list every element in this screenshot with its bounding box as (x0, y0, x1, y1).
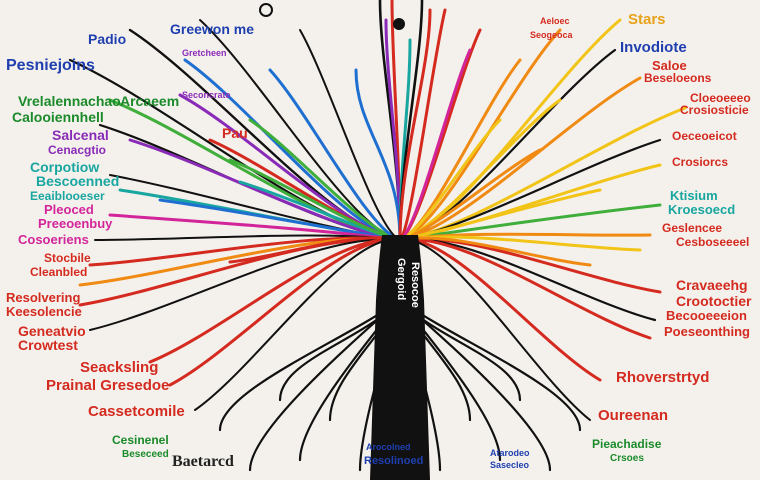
label-crosiorcs: Crosiorcs (672, 155, 728, 169)
label-preeoenbuy: Preeoenbuy (38, 216, 113, 231)
center-branch-6 (398, 8, 432, 242)
left-branch-19 (168, 237, 402, 387)
label-keesolencie: Keesolencie (6, 304, 82, 319)
label-cosoeriens: Cosoeriens (18, 232, 89, 247)
label-pleoced: Pleoced (44, 202, 94, 217)
root-10 (278, 298, 402, 402)
right-branch-3 (398, 76, 642, 242)
label-arcaeem: Arcaeem (120, 93, 179, 109)
label-small-tr-2: Seogeoca (530, 30, 574, 40)
label-bescoenned: Bescoenned (36, 173, 119, 189)
right-branch-13 (398, 237, 602, 382)
root-5 (398, 298, 472, 422)
label-calooiennhell: Calooiennhell (12, 109, 104, 125)
label-poeseonthing: Poeseonthing (664, 324, 750, 339)
label-kroesoecd: Kroesoecd (668, 202, 735, 217)
top-left-node (259, 3, 273, 17)
label-crowtest: Crowtest (18, 337, 78, 353)
root-6 (398, 298, 502, 462)
right-branch-21 (398, 148, 542, 242)
left-branch-3 (183, 58, 402, 242)
label-trunk-1: Gergoid (395, 258, 407, 300)
left-branch-25 (268, 68, 402, 242)
right-branch-18 (398, 8, 447, 242)
label-cassetcomile: Cassetcomile (88, 403, 185, 420)
root-4 (398, 298, 442, 472)
label-cenacgtio: Cenacgtio (48, 143, 106, 157)
label-cesinenel: Cesinenel (112, 433, 169, 447)
label-cleanbled: Cleanbled (30, 265, 87, 279)
left-branch-20 (194, 238, 401, 411)
left-branch-18 (148, 237, 402, 364)
label-pesniejoins: Pesniejoins (6, 57, 95, 74)
right-branch-12 (398, 237, 652, 340)
label-small-tl-1: Gretcheen (182, 48, 227, 58)
label-oeceoeicot: Oeceoeicot (672, 129, 737, 143)
label-becooeeeion: Becooeeeion (666, 308, 747, 323)
label-mid-r-2: Cesboseeeel (676, 235, 749, 249)
label-pieachadise: Pieachadise (592, 437, 662, 451)
label-small-tr-1: Aeloec (540, 16, 570, 26)
label-cravaeehg: Cravaeehg (676, 277, 748, 293)
top-center-node (393, 18, 405, 30)
root-group (218, 298, 582, 472)
label-small-tl-2: Seconcrate (182, 90, 231, 100)
center-branch-4 (354, 68, 402, 242)
root-8 (398, 298, 582, 432)
left-branch-7 (128, 138, 402, 242)
branch-group (68, 0, 687, 421)
label-beseceed: Beseceed (122, 449, 169, 460)
label-stars: Stars (628, 11, 666, 28)
root-2 (328, 298, 402, 422)
right-branch-20 (398, 236, 592, 267)
label-ktisium: Ktisium (670, 188, 718, 203)
label-geneatvio: Geneatvio (18, 323, 86, 339)
label-beseloeons: Beseloeons (644, 71, 712, 85)
right-branch-10 (398, 237, 662, 294)
label-corpotiow: Corpotiow (30, 159, 99, 175)
label-oureenan: Oureenan (598, 407, 668, 424)
label-eeaiblooeser: Eeaiblooeser (30, 189, 105, 203)
right-branch-19 (398, 188, 602, 242)
label-resolvering: Resolvering (6, 290, 80, 305)
label-rhoverstrtyd: Rhoverstrtyd (616, 369, 709, 386)
root-11 (398, 298, 522, 402)
label-cloeoeeeo: Cloeoeeeo (690, 91, 751, 105)
left-branch-0 (128, 28, 402, 242)
label-trunk-2: Resocoe (409, 262, 421, 308)
label-bottom-mid-1: Arocolned (366, 442, 411, 452)
left-branch-26 (299, 29, 401, 241)
label-bottom-mid-3: Atarodeo (490, 448, 530, 458)
label-bottom-mid-2: Resolinoed (364, 455, 423, 467)
label-saloe: Saloe (652, 58, 687, 73)
left-branch-23 (228, 158, 402, 242)
label-bottom-mid-4: Sasecleo (490, 460, 530, 470)
right-branch-23 (398, 48, 472, 242)
label-prainal-gresedoe: Prainal Gresedoe (46, 377, 169, 394)
label-crootoctier: Crootoctier (676, 293, 752, 309)
label-crosiosticie: Crosiosticie (680, 103, 749, 117)
label-salcenal: Salcenal (52, 127, 109, 143)
label-seacksling: Seacksling (80, 359, 158, 376)
right-branch-22 (398, 118, 502, 242)
label-invodiote: Invodiote (620, 39, 687, 56)
label-baetarcd: Baetarcd (172, 453, 234, 470)
root-9 (218, 298, 402, 432)
tree-trunk (370, 235, 430, 480)
label-stocbile: Stocbile (44, 251, 91, 265)
label-crsoes: Crsoes (610, 453, 644, 464)
root-1 (298, 298, 402, 462)
label-mid-l-1: Pau (222, 125, 248, 141)
label-padio: Padio (88, 31, 126, 47)
left-branch-17 (89, 238, 401, 331)
label-greewon-me: Greewon me (170, 21, 254, 37)
label-mid-r-1: Geslencee (662, 221, 722, 235)
right-branch-2 (398, 28, 562, 242)
label-vrelalennachao: Vrelalennachao (18, 93, 121, 109)
right-branch-14 (399, 238, 591, 421)
root-3 (358, 298, 402, 472)
left-branch-24 (248, 118, 402, 242)
